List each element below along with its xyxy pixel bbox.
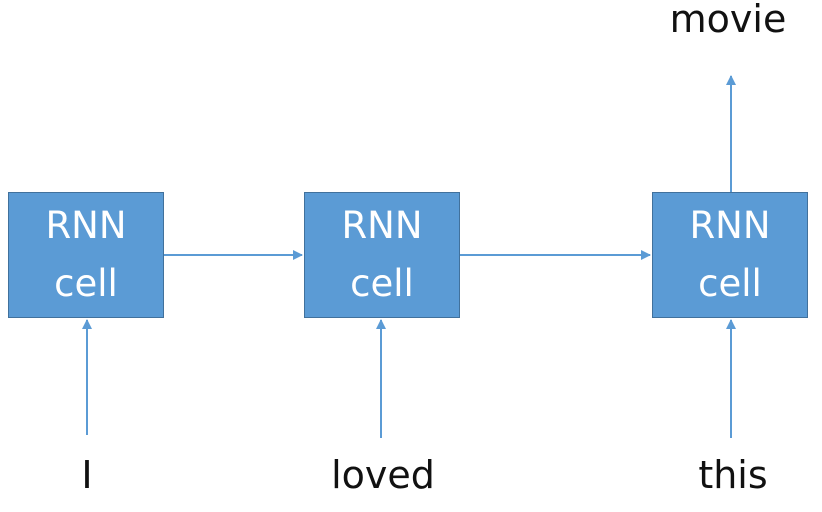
rnn-cell-2: RNN cell [304,192,460,318]
rnn-cell-3-line1: RNN [689,204,771,247]
input-word-3: this [698,453,768,497]
rnn-cell-2-line2: cell [350,262,414,305]
rnn-cell-1-line1: RNN [45,204,127,247]
rnn-cell-2-line1: RNN [341,204,423,247]
output-word: movie [669,0,787,41]
rnn-cell-1: RNN cell [8,192,164,318]
rnn-cell-3-line2: cell [698,262,762,305]
input-word-1: I [81,453,93,497]
rnn-cell-1-line2: cell [54,262,118,305]
rnn-cell-3: RNN cell [652,192,808,318]
input-word-2: loved [331,453,435,497]
